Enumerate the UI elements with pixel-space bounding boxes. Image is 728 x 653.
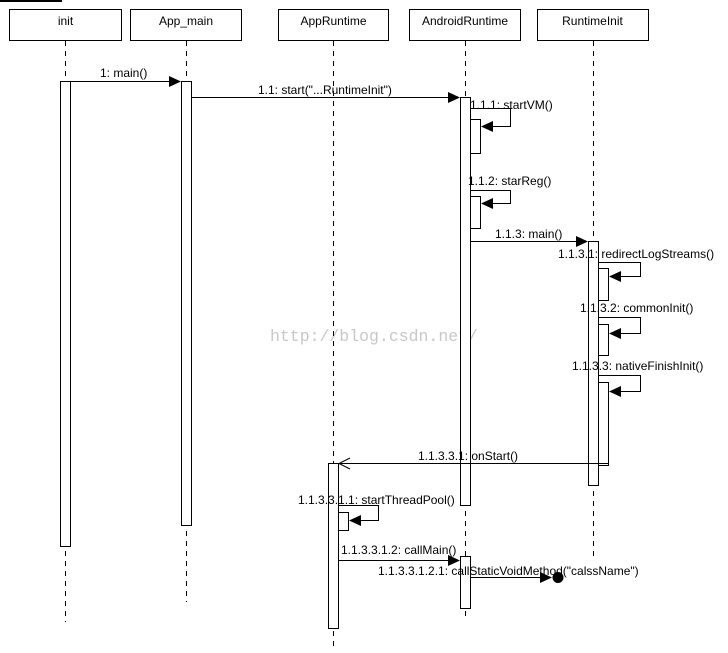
arrowhead-filled bbox=[576, 236, 588, 247]
activation-app-runtime-startthreadpool bbox=[338, 512, 349, 531]
activation-app-runtime bbox=[328, 463, 339, 629]
activation-android-runtime-starreg bbox=[470, 196, 481, 229]
message-callmain bbox=[338, 555, 460, 566]
lifeline-box-android-runtime bbox=[409, 9, 521, 41]
arrowhead-filled bbox=[540, 572, 552, 583]
arrowhead-filled bbox=[609, 386, 621, 397]
lifeline-box-app-runtime bbox=[278, 9, 389, 41]
activation-runtime-init-commoninit bbox=[598, 324, 609, 356]
arrowhead-filled bbox=[481, 121, 493, 132]
message-label-starreg: 1.1.2: starReg() bbox=[468, 174, 551, 188]
arrowhead-filled bbox=[609, 328, 621, 339]
arrowhead-filled bbox=[481, 198, 493, 209]
lifeline-label-init: init bbox=[58, 14, 74, 28]
message-startthreadpool bbox=[338, 505, 379, 526]
self-call-loop bbox=[470, 108, 511, 127]
message-commoninit bbox=[598, 317, 641, 339]
activation-runtime-init-redirect bbox=[598, 268, 609, 301]
lifeline-header-app-main: App_main bbox=[130, 9, 242, 41]
message-main bbox=[70, 76, 181, 87]
lifeline-header-android-runtime: AndroidRuntime bbox=[409, 9, 521, 41]
arrowhead-open bbox=[337, 457, 351, 470]
activation-android-runtime-callmain bbox=[460, 556, 471, 609]
self-call-loop bbox=[598, 317, 641, 334]
message-label-runtimeinit-main: 1.1.3: main() bbox=[495, 227, 562, 241]
message-startvm bbox=[470, 108, 511, 132]
message-label-start: 1.1: start("...RuntimeInit") bbox=[258, 83, 392, 97]
message-label-callmain: 1.1.3.3.1.2: callMain() bbox=[341, 543, 456, 557]
arrowhead-filled bbox=[609, 271, 621, 282]
message-label-onstart: 1.1.3.3.1: onStart() bbox=[418, 449, 518, 463]
activation-runtime-init-nativefinishinit bbox=[598, 382, 609, 466]
lifeline-header-app-runtime: AppRuntime bbox=[278, 9, 389, 41]
self-call-loop bbox=[470, 190, 511, 204]
message-label-commoninit: 1.1.3.2: commonInit() bbox=[580, 301, 693, 315]
message-label-startthreadpool: 1.1.3.3.1.1: startThreadPool() bbox=[298, 493, 455, 507]
lifeline-label-app-main: App_main bbox=[159, 14, 213, 28]
lifeline-box-runtime-init bbox=[537, 9, 649, 41]
arrowhead-filled bbox=[448, 92, 460, 103]
activation-runtime-init bbox=[588, 241, 599, 486]
message-label-redirectlogstreams: 1.1.3.1: redirectLogStreams() bbox=[558, 247, 714, 261]
message-onstart bbox=[337, 457, 609, 470]
activation-android-runtime-startvm bbox=[470, 119, 481, 154]
self-call-loop bbox=[338, 505, 379, 521]
lost-message-dot bbox=[552, 572, 564, 583]
message-starreg bbox=[470, 190, 511, 209]
watermark-text: http://blog.csdn.net/ bbox=[270, 327, 478, 346]
self-call-loop bbox=[598, 375, 641, 392]
self-call-loop bbox=[598, 262, 641, 277]
corner-rule bbox=[0, 0, 62, 2]
activation-app-main bbox=[181, 81, 192, 526]
arrowhead-filled bbox=[349, 515, 361, 526]
message-label-startvm: 1.1.1: startVM() bbox=[470, 98, 553, 112]
lifeline-header-init: init bbox=[9, 9, 122, 41]
lifeline-header-runtime-init: RuntimeInit bbox=[537, 9, 649, 41]
lifeline-label-android-runtime: AndroidRuntime bbox=[422, 14, 508, 28]
message-callstaticvoidmethod bbox=[470, 572, 564, 583]
lifeline-label-runtime-init: RuntimeInit bbox=[562, 14, 623, 28]
message-runtimeinit-main bbox=[470, 236, 588, 247]
arrowhead-filled bbox=[448, 555, 460, 566]
arrowhead-filled bbox=[169, 76, 181, 87]
activation-init bbox=[60, 81, 71, 547]
lifeline-box-init bbox=[9, 9, 122, 41]
message-redirectlogstreams bbox=[598, 262, 641, 282]
message-label-main: 1: main() bbox=[100, 66, 147, 80]
activation-android-runtime bbox=[460, 97, 471, 506]
message-nativefinishinit bbox=[598, 375, 641, 397]
lifeline-label-app-runtime: AppRuntime bbox=[300, 14, 366, 28]
message-label-nativefinishinit: 1.1.3.3: nativeFinishInit() bbox=[572, 359, 703, 373]
lifeline-box-app-main bbox=[130, 9, 242, 41]
message-label-callstaticvoidmethod: 1.1.3.3.1.2.1: callStaticVoidMethod("cal… bbox=[378, 564, 639, 578]
message-start bbox=[191, 92, 460, 103]
